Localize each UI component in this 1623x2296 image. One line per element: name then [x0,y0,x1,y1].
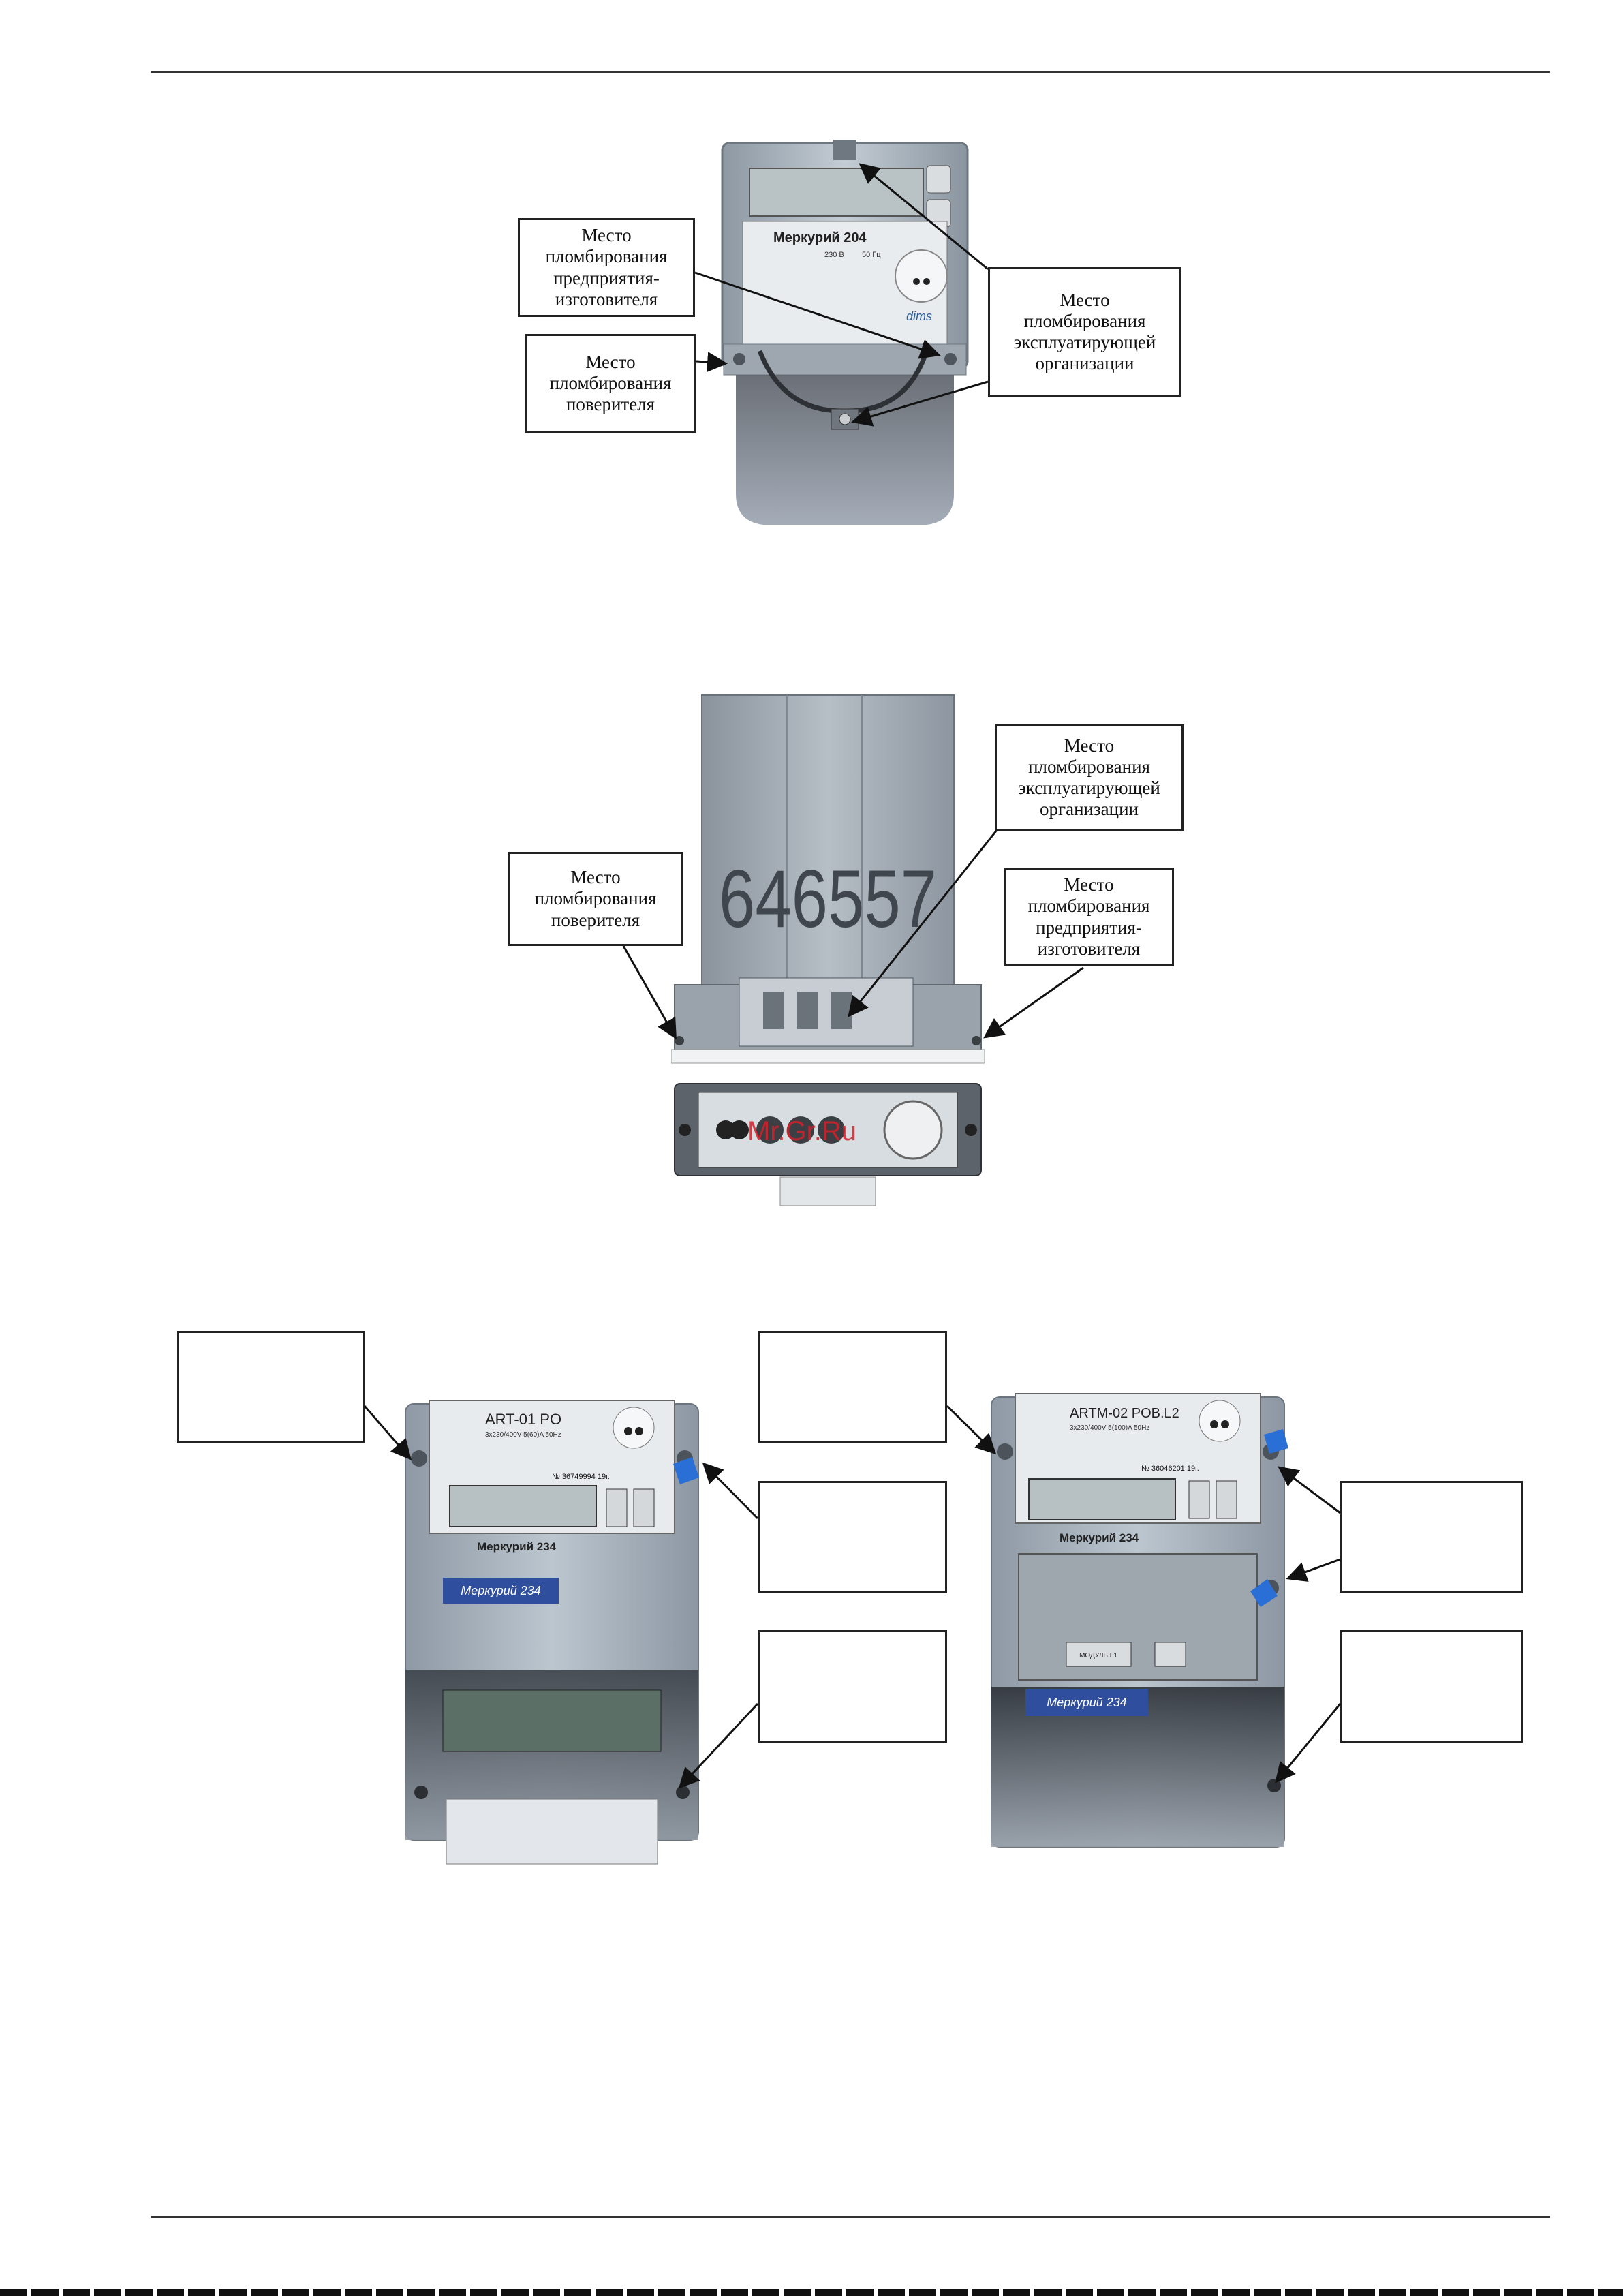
callout-fig1-manufacturer: Место пломбирования предприятия-изготови… [518,218,695,317]
meter-234b-front-label: Меркурий 234 [1047,1696,1127,1709]
meter-204-front-photo: Меркурий 204 230 В 50 Гц dims [721,140,969,525]
callout-fig2-verifier: Место пломбирования поверителя [508,852,683,946]
callout-box-empty-2 [758,1331,947,1443]
meter-234a-serial: № 36749994 19г. [552,1473,610,1481]
watermark: Mr.Gr.Ru [747,1116,856,1146]
bottom-rule [151,2216,1550,2218]
meter-234b-module-label: МОДУЛЬ L1 [1079,1652,1117,1659]
callout-fig2-operator: Место пломбирования эксплуатирующей орга… [995,724,1184,831]
arrow-fig3-box5-top [1278,1466,1341,1514]
callout-fig1-operator: Место пломбирования эксплуатирующей орга… [988,267,1181,397]
meter-234a-brand: Меркурий 234 [477,1540,557,1553]
callout-fig2-manufacturer: Место пломбирования предприятия-изготови… [1004,868,1174,966]
arrow-fig3-box5-bottom [1286,1558,1341,1582]
callout-fig1-verifier: Место пломбирования поверителя [525,334,696,433]
meter-234-artm02-photo: ARTM-02 POB.L2 3x230/400V 5(100)A 50Hz №… [991,1393,1288,1848]
callout-box-empty-3 [758,1481,947,1593]
callout-box-empty-5 [1340,1481,1523,1593]
meter-204-voltage: 230 В [824,251,844,259]
scan-edge-strip [0,2289,1623,2296]
meter-234a-model: ART-01 PO [485,1411,561,1428]
meter-204-maker: dims [906,309,932,323]
arrow-fig2-verifier [622,945,677,1040]
arrow-fig2-manufacturer [983,966,1084,1039]
meter-234b-rating: 3x230/400V 5(100)A 50Hz [1070,1424,1149,1432]
meter-204-freq: 50 Гц [862,251,881,259]
top-rule [151,71,1550,73]
callout-box-empty-4 [758,1630,947,1743]
arrow-fig3-box3 [702,1462,759,1520]
callout-box-empty-1 [177,1331,365,1443]
meter-234-art01-photo: ART-01 PO 3x230/400V 5(60)A 50Hz № 36749… [405,1400,699,1865]
meter-serial-number: 646557 [719,853,937,945]
meter-204-brand: Меркурий 204 [773,230,867,245]
meter-234a-front-label: Меркурий 234 [461,1584,541,1597]
meter-bottom-view-photo: 646557 Mr.Gr.Ru [671,694,985,1206]
meter-234b-serial: № 36046201 19г. [1141,1465,1199,1473]
arrow-fig3-box2 [946,1405,997,1455]
meter-234b-model: ARTM-02 POB.L2 [1070,1406,1179,1421]
callout-box-empty-6 [1340,1630,1523,1743]
meter-234b-brand: Меркурий 234 [1060,1531,1139,1544]
meter-234a-rating: 3x230/400V 5(60)A 50Hz [485,1431,561,1439]
